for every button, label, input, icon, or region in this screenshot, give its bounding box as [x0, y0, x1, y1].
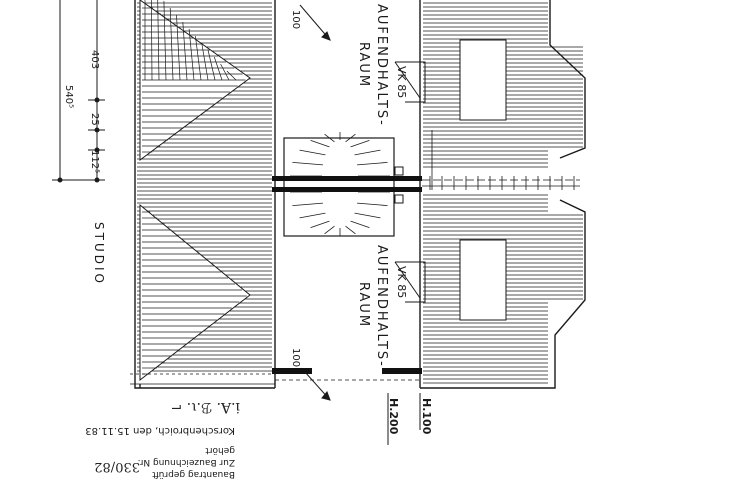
room-label-upper-line2: RAUM [356, 42, 371, 88]
triangle-rafter [169, 7, 174, 81]
stair-tread [292, 162, 323, 166]
stair-tread [299, 212, 326, 219]
stamp-line-gehoert: gehört [205, 445, 235, 455]
room-label-lower-line1: AUFENDHALTS- [374, 245, 389, 368]
dimension-ticks [429, 130, 575, 190]
window-label-bottom: 100 [290, 348, 301, 367]
approval-stamp: i.A. ℬ.ι. ⌐ Korschenbroich, den 15.11.83… [85, 399, 240, 479]
stair-tread [324, 225, 335, 235]
stair-tread [350, 220, 370, 228]
roof-outline [134, 0, 586, 389]
stamp-line-zur: Zur Bauzeichnung Nr. [138, 457, 235, 467]
stair-tread [299, 149, 326, 156]
vk-label-upper: VK 85 [395, 66, 408, 98]
height-marker-lines [387, 393, 421, 445]
triangle-rafter [226, 70, 237, 81]
room-label-lower-line2: RAUM [356, 282, 371, 328]
triangle-rafter [207, 49, 216, 81]
stair-tread [345, 225, 356, 235]
dormer-boxes [459, 39, 507, 321]
stair-tread [357, 162, 388, 166]
stamp-signature: i.A. ℬ.ι. ⌐ [170, 399, 240, 415]
window-mark-top [299, 4, 331, 41]
stair-posts [394, 166, 404, 204]
room-label-upper-line1: AUFENDHALTS- [374, 4, 389, 127]
triangle-rafter [220, 63, 230, 81]
roof-triangle-lower [139, 203, 251, 382]
triangle-rafter [157, 0, 160, 81]
dimension-25: 25 [89, 113, 100, 126]
wall-heavy [272, 176, 422, 374]
stair-tread [324, 133, 335, 143]
triangle-rafter [188, 28, 195, 81]
stair-tread [292, 202, 323, 206]
triangle-rafter [201, 42, 209, 81]
triangle-rafter [151, 0, 153, 81]
stair-tread [350, 140, 370, 148]
triangle-rafter [213, 56, 223, 81]
window-mark-bottom [304, 371, 331, 401]
triangle-rafter [182, 21, 188, 81]
stair-tread [354, 149, 381, 156]
triangle-rafter [176, 14, 181, 81]
roof-triangle-lower-hatch [142, 211, 247, 375]
dimension-540: 540⁵ [63, 85, 74, 108]
triangle-rafter [195, 35, 202, 81]
vk-marker-upper [394, 61, 426, 103]
vk-label-lower: VK 85 [395, 266, 408, 298]
dimension-112: 112⁵ [89, 150, 100, 173]
stamp-number: 330/82 [94, 459, 140, 474]
triangle-rafter [163, 0, 167, 81]
window-label-top: 100 [290, 10, 301, 29]
stair-tread [310, 140, 330, 148]
stair-tread [354, 212, 381, 219]
wall-outline [130, 179, 580, 385]
stamp-place-date: Korschenbroich, den 15.11.83 [85, 425, 235, 436]
dimension-403: 403 [89, 50, 100, 69]
stair-tread [345, 133, 356, 143]
roof-triangle-upper-hatch [142, 0, 246, 153]
stair-tread [310, 220, 330, 228]
dimension-line-left [52, 0, 105, 183]
height-marker-100: H.100 [420, 398, 433, 435]
stamp-line-bauantrag: Bauantrag geprüft [152, 469, 235, 479]
room-label-studio: STUDIO [92, 222, 106, 286]
height-marker-200: H.200 [387, 398, 400, 435]
stair-tread [357, 202, 388, 206]
vk-marker-lower [394, 261, 426, 303]
